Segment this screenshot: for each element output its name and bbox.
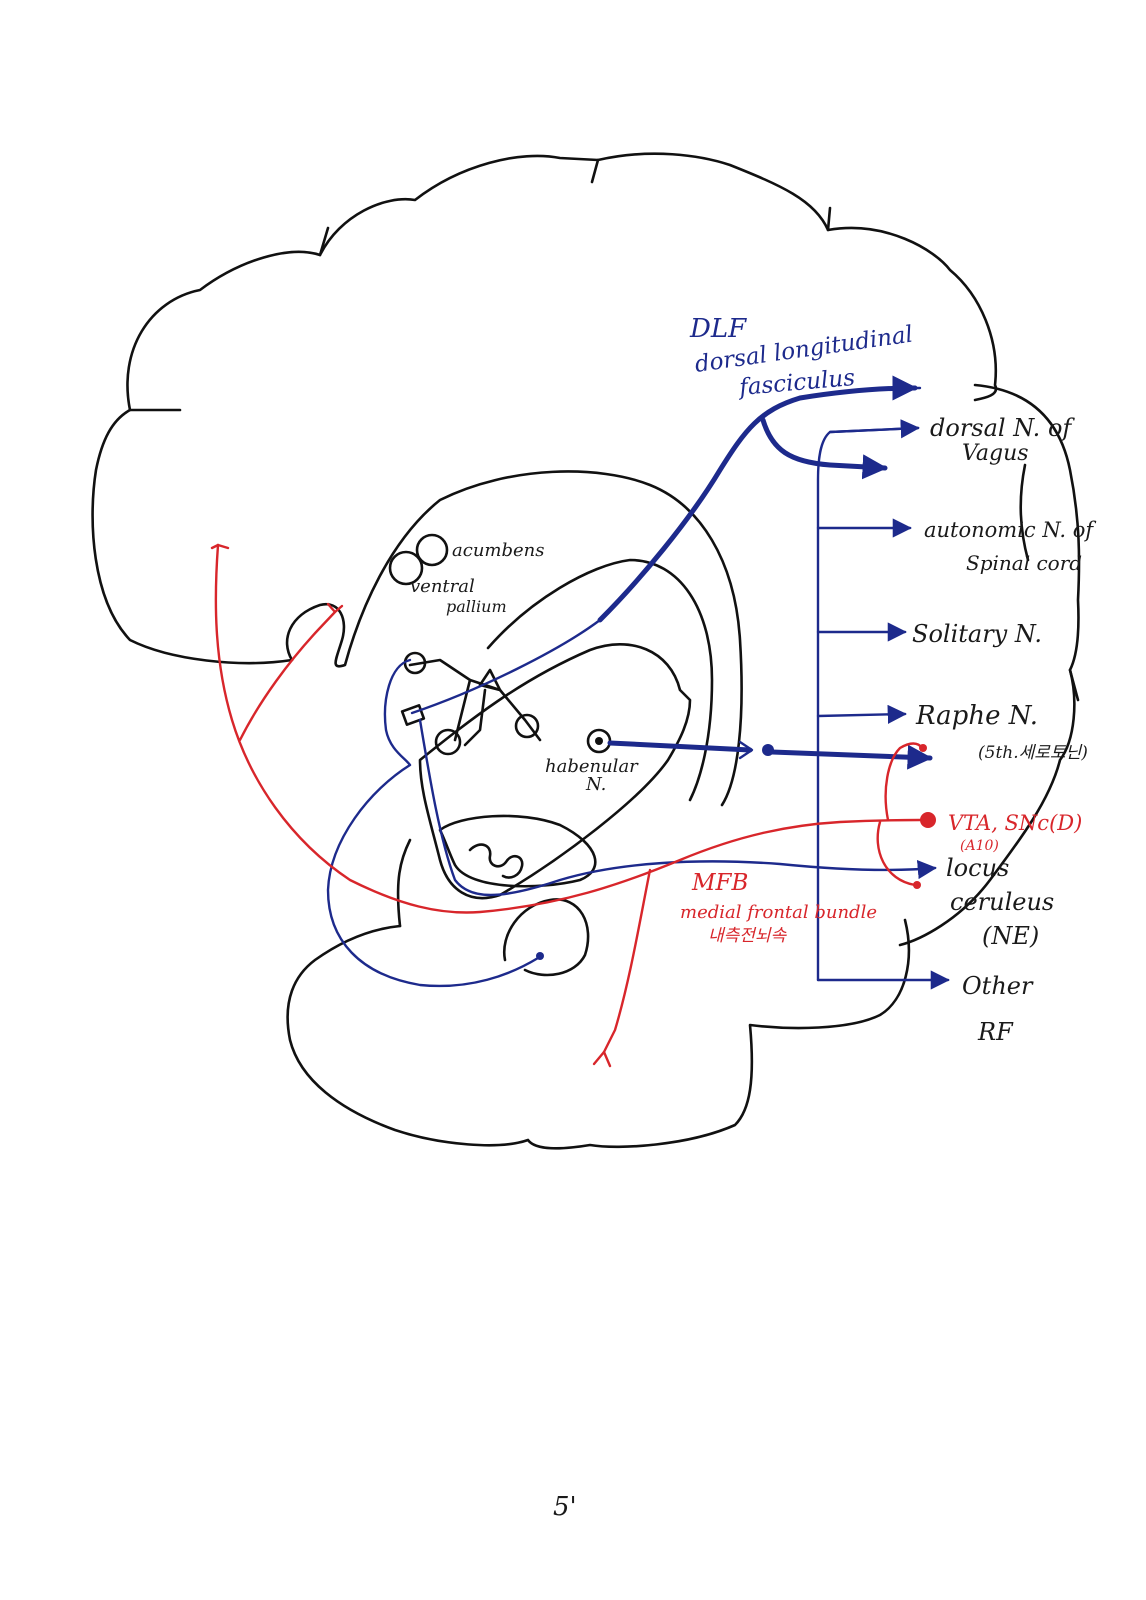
hemisphere-notch-1 bbox=[318, 226, 330, 257]
label-accumbens: acumbens bbox=[452, 540, 544, 561]
dlf-loop-to-pons bbox=[326, 658, 540, 988]
label-vta: VTA, SNc(D) bbox=[948, 811, 1082, 835]
fornix-node-2 bbox=[434, 728, 462, 756]
label-habenular-1: habenular bbox=[545, 756, 639, 777]
thalamus-outline bbox=[418, 642, 692, 900]
label-locus-1: locus bbox=[946, 854, 1009, 882]
label-other-1: Other bbox=[962, 972, 1034, 1000]
locus-red-dot bbox=[913, 881, 921, 889]
label-dorsal-vagus-1: dorsal N. of bbox=[930, 414, 1075, 442]
arrow-dorsal-vagus bbox=[828, 419, 920, 439]
label-locus-2: ceruleus bbox=[950, 888, 1054, 916]
fornix-branch-2 bbox=[463, 688, 487, 747]
septal-box bbox=[400, 704, 426, 726]
pons-outline bbox=[502, 898, 590, 977]
cerebellum-outline bbox=[286, 918, 911, 1150]
pons-terminal-dot bbox=[536, 952, 544, 960]
hemisphere-notch-2 bbox=[590, 158, 600, 184]
mfb-upper-y-branch bbox=[238, 610, 337, 742]
accumbens-node-2 bbox=[388, 550, 424, 586]
mfb-lower-branch bbox=[602, 868, 652, 1054]
dlf-branch-down bbox=[760, 417, 888, 480]
hemisphere-notch-3 bbox=[826, 206, 832, 232]
mfb-to-locus bbox=[876, 820, 917, 887]
habenular-node-inner bbox=[595, 737, 603, 745]
label-ventral-pallium-2: pallium bbox=[446, 597, 507, 616]
hypothalamus-region-outline bbox=[438, 814, 597, 888]
habenular-synapse-fork bbox=[738, 740, 754, 760]
label-autonomic-2: Spinal cord bbox=[966, 551, 1082, 575]
label-mfb-korean: 내측전뇌속 bbox=[708, 926, 788, 946]
mfb-lower-y bbox=[592, 1050, 612, 1068]
habenular-projection bbox=[607, 740, 753, 753]
vta-dot bbox=[920, 812, 936, 828]
fornix-outline bbox=[408, 658, 542, 742]
label-mfb-abbrev: MFB bbox=[691, 870, 748, 896]
accumbens-node-1 bbox=[415, 533, 449, 567]
midbrain-outline bbox=[396, 838, 412, 928]
mfb-main-tract bbox=[214, 543, 922, 914]
anterior-commissure-triangle bbox=[478, 668, 502, 692]
brainstem-notch bbox=[1068, 668, 1080, 702]
label-vta-note: (A10) bbox=[960, 838, 999, 854]
label-locus-3: (NE) bbox=[982, 922, 1039, 950]
label-raphe-note: (5th.세로토닌) bbox=[978, 743, 1088, 763]
label-habenular-2: N. bbox=[585, 774, 606, 795]
mfb-upper-y-left bbox=[210, 543, 230, 550]
label-autonomic-1: autonomic N. of bbox=[924, 518, 1096, 542]
fornix-node-3 bbox=[514, 713, 540, 739]
label-raphe: Raphe N. bbox=[915, 701, 1038, 731]
dlf-to-locus-ceruleus bbox=[418, 718, 937, 897]
label-solitary: Solitary N. bbox=[912, 620, 1042, 648]
mfb-to-raphe bbox=[884, 742, 924, 822]
page-number: 5' bbox=[553, 1492, 577, 1522]
dlf-vertical-trunk bbox=[816, 426, 920, 982]
cerebral-hemisphere-outline bbox=[91, 152, 998, 665]
label-ventral-pallium-1: ventral bbox=[410, 576, 475, 597]
mammillary-curl bbox=[468, 843, 524, 879]
brainstem-inner-line bbox=[1019, 463, 1030, 562]
dlf-thick-segment bbox=[597, 375, 918, 623]
mfb-upper-y2 bbox=[326, 602, 344, 614]
label-dorsal-vagus-2: Vagus bbox=[962, 441, 1029, 466]
label-mfb-full: medial frontal bundle bbox=[680, 902, 877, 923]
label-dlf-abbrev: DLF bbox=[689, 314, 747, 344]
fornix-branch-1 bbox=[453, 678, 472, 742]
label-dlf-full-2: fasciculus bbox=[736, 365, 856, 401]
habenular-to-raphe-arrow bbox=[769, 744, 933, 770]
corpus-callosum-outer-outline bbox=[285, 470, 743, 807]
arrow-raphe bbox=[816, 704, 907, 724]
raphe-red-dot bbox=[919, 744, 927, 752]
label-other-2: RF bbox=[977, 1018, 1014, 1046]
